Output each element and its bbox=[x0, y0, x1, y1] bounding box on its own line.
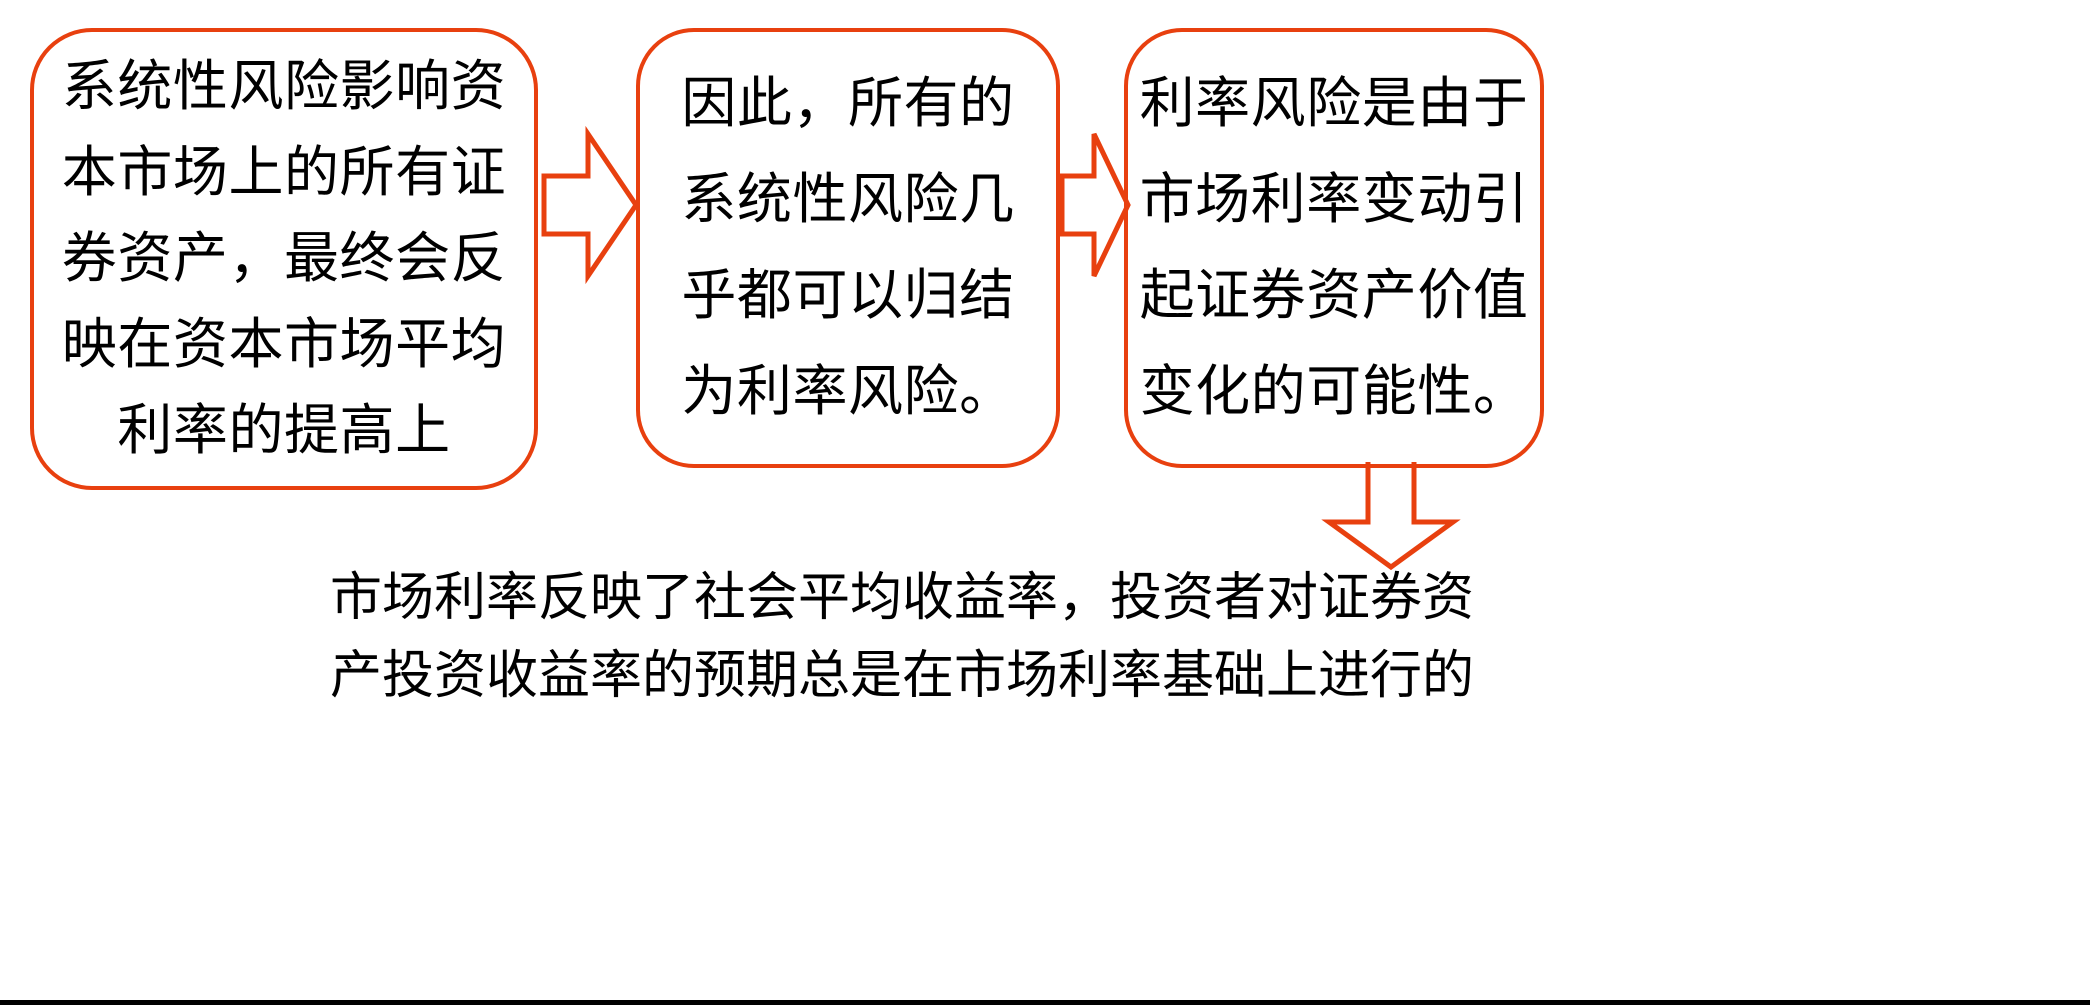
box1-line-4: 映在资本市场平均 bbox=[61, 314, 507, 375]
box1-line-3: 券资产，最终会反 bbox=[61, 228, 507, 289]
caption-line-1: 市场利率反映了社会平均收益率，投资者对证券资 bbox=[330, 570, 1475, 627]
box3-line-4: 变化的可能性。 bbox=[1139, 361, 1529, 422]
bottom-rule-divider bbox=[0, 1000, 2090, 1005]
box2-line-2: 系统性风险几 bbox=[681, 169, 1015, 230]
interest-rate-risk-definition-box: 利率风险是由于 市场利率变动引 起证券资产价值 变化的可能性。 bbox=[1124, 28, 1544, 468]
arrow-right-box1-to-box2 bbox=[541, 125, 640, 285]
box1-line-2: 本市场上的所有证 bbox=[61, 142, 507, 203]
arrow-down-box3-to-caption bbox=[1321, 462, 1461, 571]
caption-text: 市场利率反映了社会平均收益率，投资者对证券资 产投资收益率的预期总是在市场利率基… bbox=[330, 560, 1590, 716]
box1-line-1: 系统性风险影响资 bbox=[61, 56, 507, 117]
conclusion-box: 因此，所有的 系统性风险几 乎都可以归结 为利率风险。 bbox=[636, 28, 1060, 468]
box2-line-1: 因此，所有的 bbox=[681, 73, 1015, 134]
arrow-right-box2-to-box3 bbox=[1059, 130, 1131, 280]
box2-line-3: 乎都可以归结 bbox=[681, 265, 1015, 326]
box3-line-2: 市场利率变动引 bbox=[1139, 169, 1529, 230]
box3-line-1: 利率风险是由于 bbox=[1139, 73, 1529, 134]
box3-line-3: 起证券资产价值 bbox=[1139, 265, 1529, 326]
systematic-risk-box: 系统性风险影响资 本市场上的所有证 券资产，最终会反 映在资本市场平均 利率的提… bbox=[30, 28, 538, 490]
box1-line-5: 利率的提高上 bbox=[117, 400, 451, 461]
box2-line-4: 为利率风险。 bbox=[681, 361, 1015, 422]
caption-line-2: 产投资收益率的预期总是在市场利率基础上进行的 bbox=[330, 648, 1475, 705]
